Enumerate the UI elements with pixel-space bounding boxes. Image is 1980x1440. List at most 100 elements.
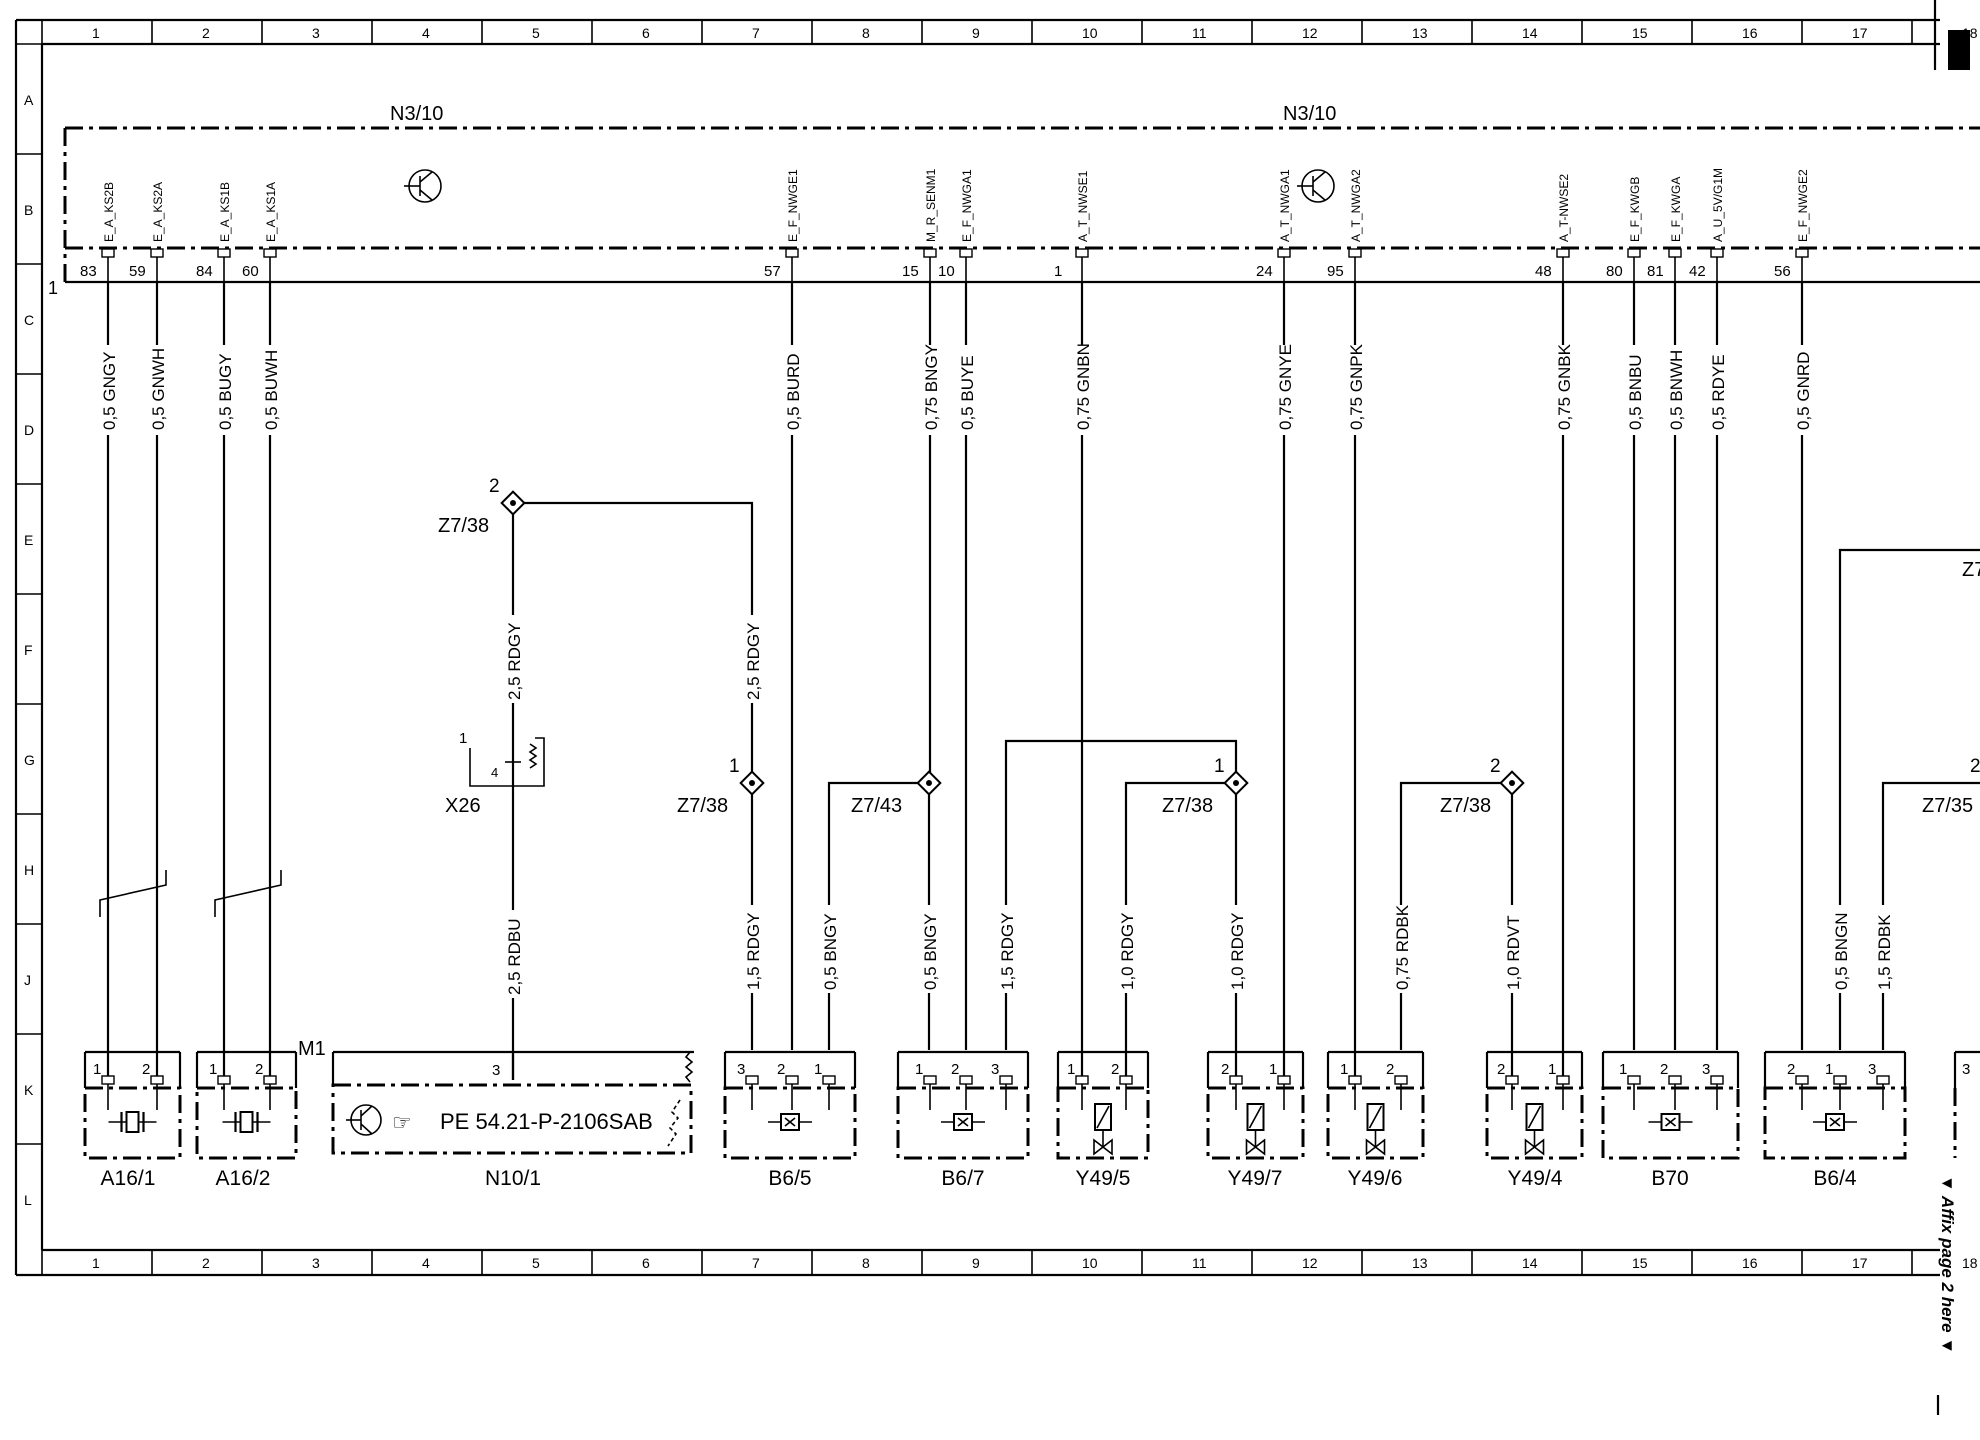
wire-label: 0,5 BNGY	[821, 913, 840, 990]
row-letter: F	[24, 642, 33, 658]
column-number: 11	[1192, 1255, 1207, 1271]
column-number: 9	[972, 1255, 980, 1271]
column-number: 13	[1412, 1255, 1428, 1271]
component-label: N10/1	[485, 1167, 541, 1190]
column-number: 16	[1742, 1255, 1758, 1271]
component-pin: 1	[1548, 1061, 1556, 1078]
pin-signal: A_T-NWSE2	[1557, 174, 1571, 242]
wire-label: 0,5 RDYE	[1709, 354, 1728, 430]
component-pin: 2	[1660, 1061, 1668, 1078]
pin-signal: A_U_5V/G1M	[1711, 168, 1725, 242]
splice-label: 2	[489, 476, 500, 497]
row-letter: A	[24, 92, 34, 108]
wire-label: 0,5 BUGY	[216, 353, 235, 430]
pin-signal: E_F_KWGB	[1628, 177, 1642, 242]
control-unit-label-left: N3/10	[390, 103, 443, 125]
pin-number: 1	[1054, 263, 1062, 280]
row-letter: J	[24, 972, 31, 988]
column-number: 13	[1412, 25, 1428, 41]
splice-label: 2	[1490, 756, 1501, 777]
pin-signal: A_T_NWGA1	[1278, 169, 1292, 242]
column-number: 1	[92, 1255, 100, 1271]
x26-pin: 4	[491, 765, 498, 780]
pin-number: 57	[764, 263, 781, 280]
drawing-frame	[14, 0, 1970, 1415]
component-pin: 2	[777, 1061, 785, 1078]
component-pin: 2	[1386, 1061, 1394, 1078]
splice-label: 1	[729, 756, 740, 777]
wire-label: 0,5 BNGN	[1832, 913, 1851, 990]
column-number: 14	[1522, 25, 1538, 41]
splice-label: 1	[1214, 756, 1225, 777]
pin-signal: A_T_NWGA2	[1349, 169, 1363, 242]
column-number: 4	[422, 1255, 430, 1271]
component-b6-7: 1 2 3	[896, 1050, 1030, 1160]
splice-label: Z7/38	[438, 515, 489, 537]
pin-number: 59	[129, 263, 146, 280]
pin-number: 24	[1256, 263, 1273, 280]
wire-label: 0,5 GNRD	[1794, 352, 1813, 430]
wire-label: 0,5 BNBU	[1626, 354, 1645, 430]
component-pin: 1	[1619, 1061, 1627, 1078]
column-number: 12	[1302, 25, 1318, 41]
shield-marks	[99, 870, 282, 917]
component-pin: 3	[991, 1061, 999, 1078]
column-number: 4	[422, 25, 430, 41]
transistor-symbol-icon	[404, 169, 442, 203]
wire-label: 0,75 GNBN	[1074, 343, 1093, 430]
row-letter: E	[24, 532, 33, 548]
component-label: Y49/4	[1508, 1167, 1563, 1190]
component-label: Y49/5	[1076, 1167, 1131, 1190]
wire-label: 0,75 GNYE	[1276, 344, 1295, 430]
pin-number: 15	[902, 263, 919, 280]
wire-label: 2,5 RDGY	[505, 623, 524, 700]
column-number: 10	[1082, 25, 1098, 41]
component-pin: 2	[951, 1061, 959, 1078]
column-number: 1	[92, 25, 100, 41]
component-pin: 1	[1269, 1061, 1277, 1078]
pin-number: 10	[938, 263, 955, 280]
row-letter: B	[24, 202, 33, 218]
pin-number: 48	[1535, 263, 1552, 280]
control-unit-pins: E_A_KS2B83E_A_KS2A59E_A_KS1B84E_A_KS1A60…	[80, 168, 1810, 282]
transistor-symbol-icon	[1297, 169, 1335, 203]
pin-number: 56	[1774, 263, 1791, 280]
column-number: 6	[642, 25, 650, 41]
column-number: 2	[202, 1255, 210, 1271]
component-pin: 1	[1067, 1061, 1075, 1078]
wire-label: 1,0 RDGY	[1118, 913, 1137, 990]
wire-label: 1,5 RDGY	[744, 913, 763, 990]
wire-label: 0,75 GNPK	[1347, 343, 1366, 430]
column-number: 7	[752, 1255, 760, 1271]
component-label: B70	[1651, 1167, 1688, 1190]
splice-label: Z7/38	[1440, 795, 1491, 817]
splice-label: Z7/38	[1162, 795, 1213, 817]
control-unit-n3-10: N3/10 N3/10 1	[48, 103, 1980, 298]
splice-label: Z7	[1962, 559, 1980, 581]
component-label: B6/5	[768, 1167, 811, 1190]
column-number: 5	[532, 25, 540, 41]
component-pin: 1	[915, 1061, 923, 1078]
pin-signal: A_T_NWSE1	[1076, 170, 1090, 242]
component-label: A16/1	[101, 1167, 156, 1190]
row-letter: H	[24, 862, 34, 878]
wire-label: 2,5 RDGY	[744, 623, 763, 700]
reference-text: PE 54.21-P-2106SAB	[440, 1109, 653, 1134]
pin-number: 81	[1647, 263, 1664, 280]
component-pin: 3	[1868, 1061, 1876, 1078]
control-unit-label-right: N3/10	[1283, 103, 1336, 125]
column-number: 15	[1632, 25, 1648, 41]
x26-label: X26	[445, 795, 481, 817]
wire-label: 1,0 RDGY	[1228, 913, 1247, 990]
pin-number: 80	[1606, 263, 1623, 280]
pin-number: 83	[80, 263, 97, 280]
